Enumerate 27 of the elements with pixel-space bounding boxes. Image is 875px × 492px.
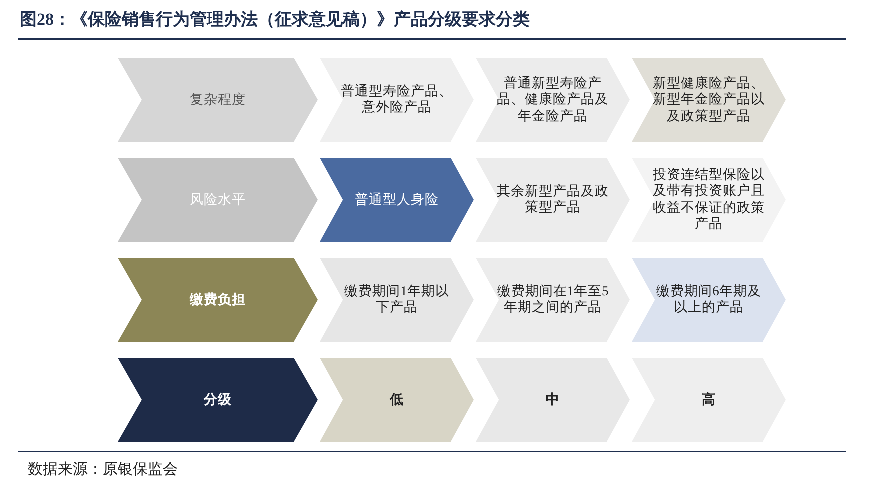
level-panel [632,258,786,342]
level-text: 缴费期间1年期以下产品 [344,284,450,316]
level-text: 普通新型寿险产品、健康险产品及年金险产品 [496,75,610,125]
level-text: 新型健康险产品、新型年金险产品以及政策型产品 [652,75,766,125]
category-panel [118,58,318,142]
category-panel [118,158,318,242]
level-panel [632,58,786,142]
level-text: 普通型寿险产品、意外险产品 [340,84,454,116]
figure-title: 图28：《保险销售行为管理办法（征求意见稿）》产品分级要求分类 [20,9,530,31]
category-panel [118,358,318,442]
level-panel [320,158,474,242]
level-text: 高 [701,392,717,408]
category-label: 分级 [202,392,233,408]
category-label: 风险水平 [189,192,247,208]
level-text: 缴费期间在1年至5年期之间的产品 [496,284,610,316]
level-panel [320,358,474,442]
level-text: 其余新型产品及政策型产品 [496,184,610,216]
level-text: 普通型人身险 [354,192,440,208]
category-label: 缴费负担 [188,292,247,308]
level-panel [320,258,474,342]
level-text: 低 [388,392,405,408]
source-note: 数据来源：原银保监会 [28,460,178,479]
level-text: 缴费期间6年期及以上的产品 [656,284,762,316]
level-text: 投资连结型保险以及带有投资账户且收益不保证的政策产品 [652,167,766,233]
level-text: 中 [545,392,561,408]
category-panel [118,258,318,342]
category-label: 复杂程度 [189,92,247,108]
